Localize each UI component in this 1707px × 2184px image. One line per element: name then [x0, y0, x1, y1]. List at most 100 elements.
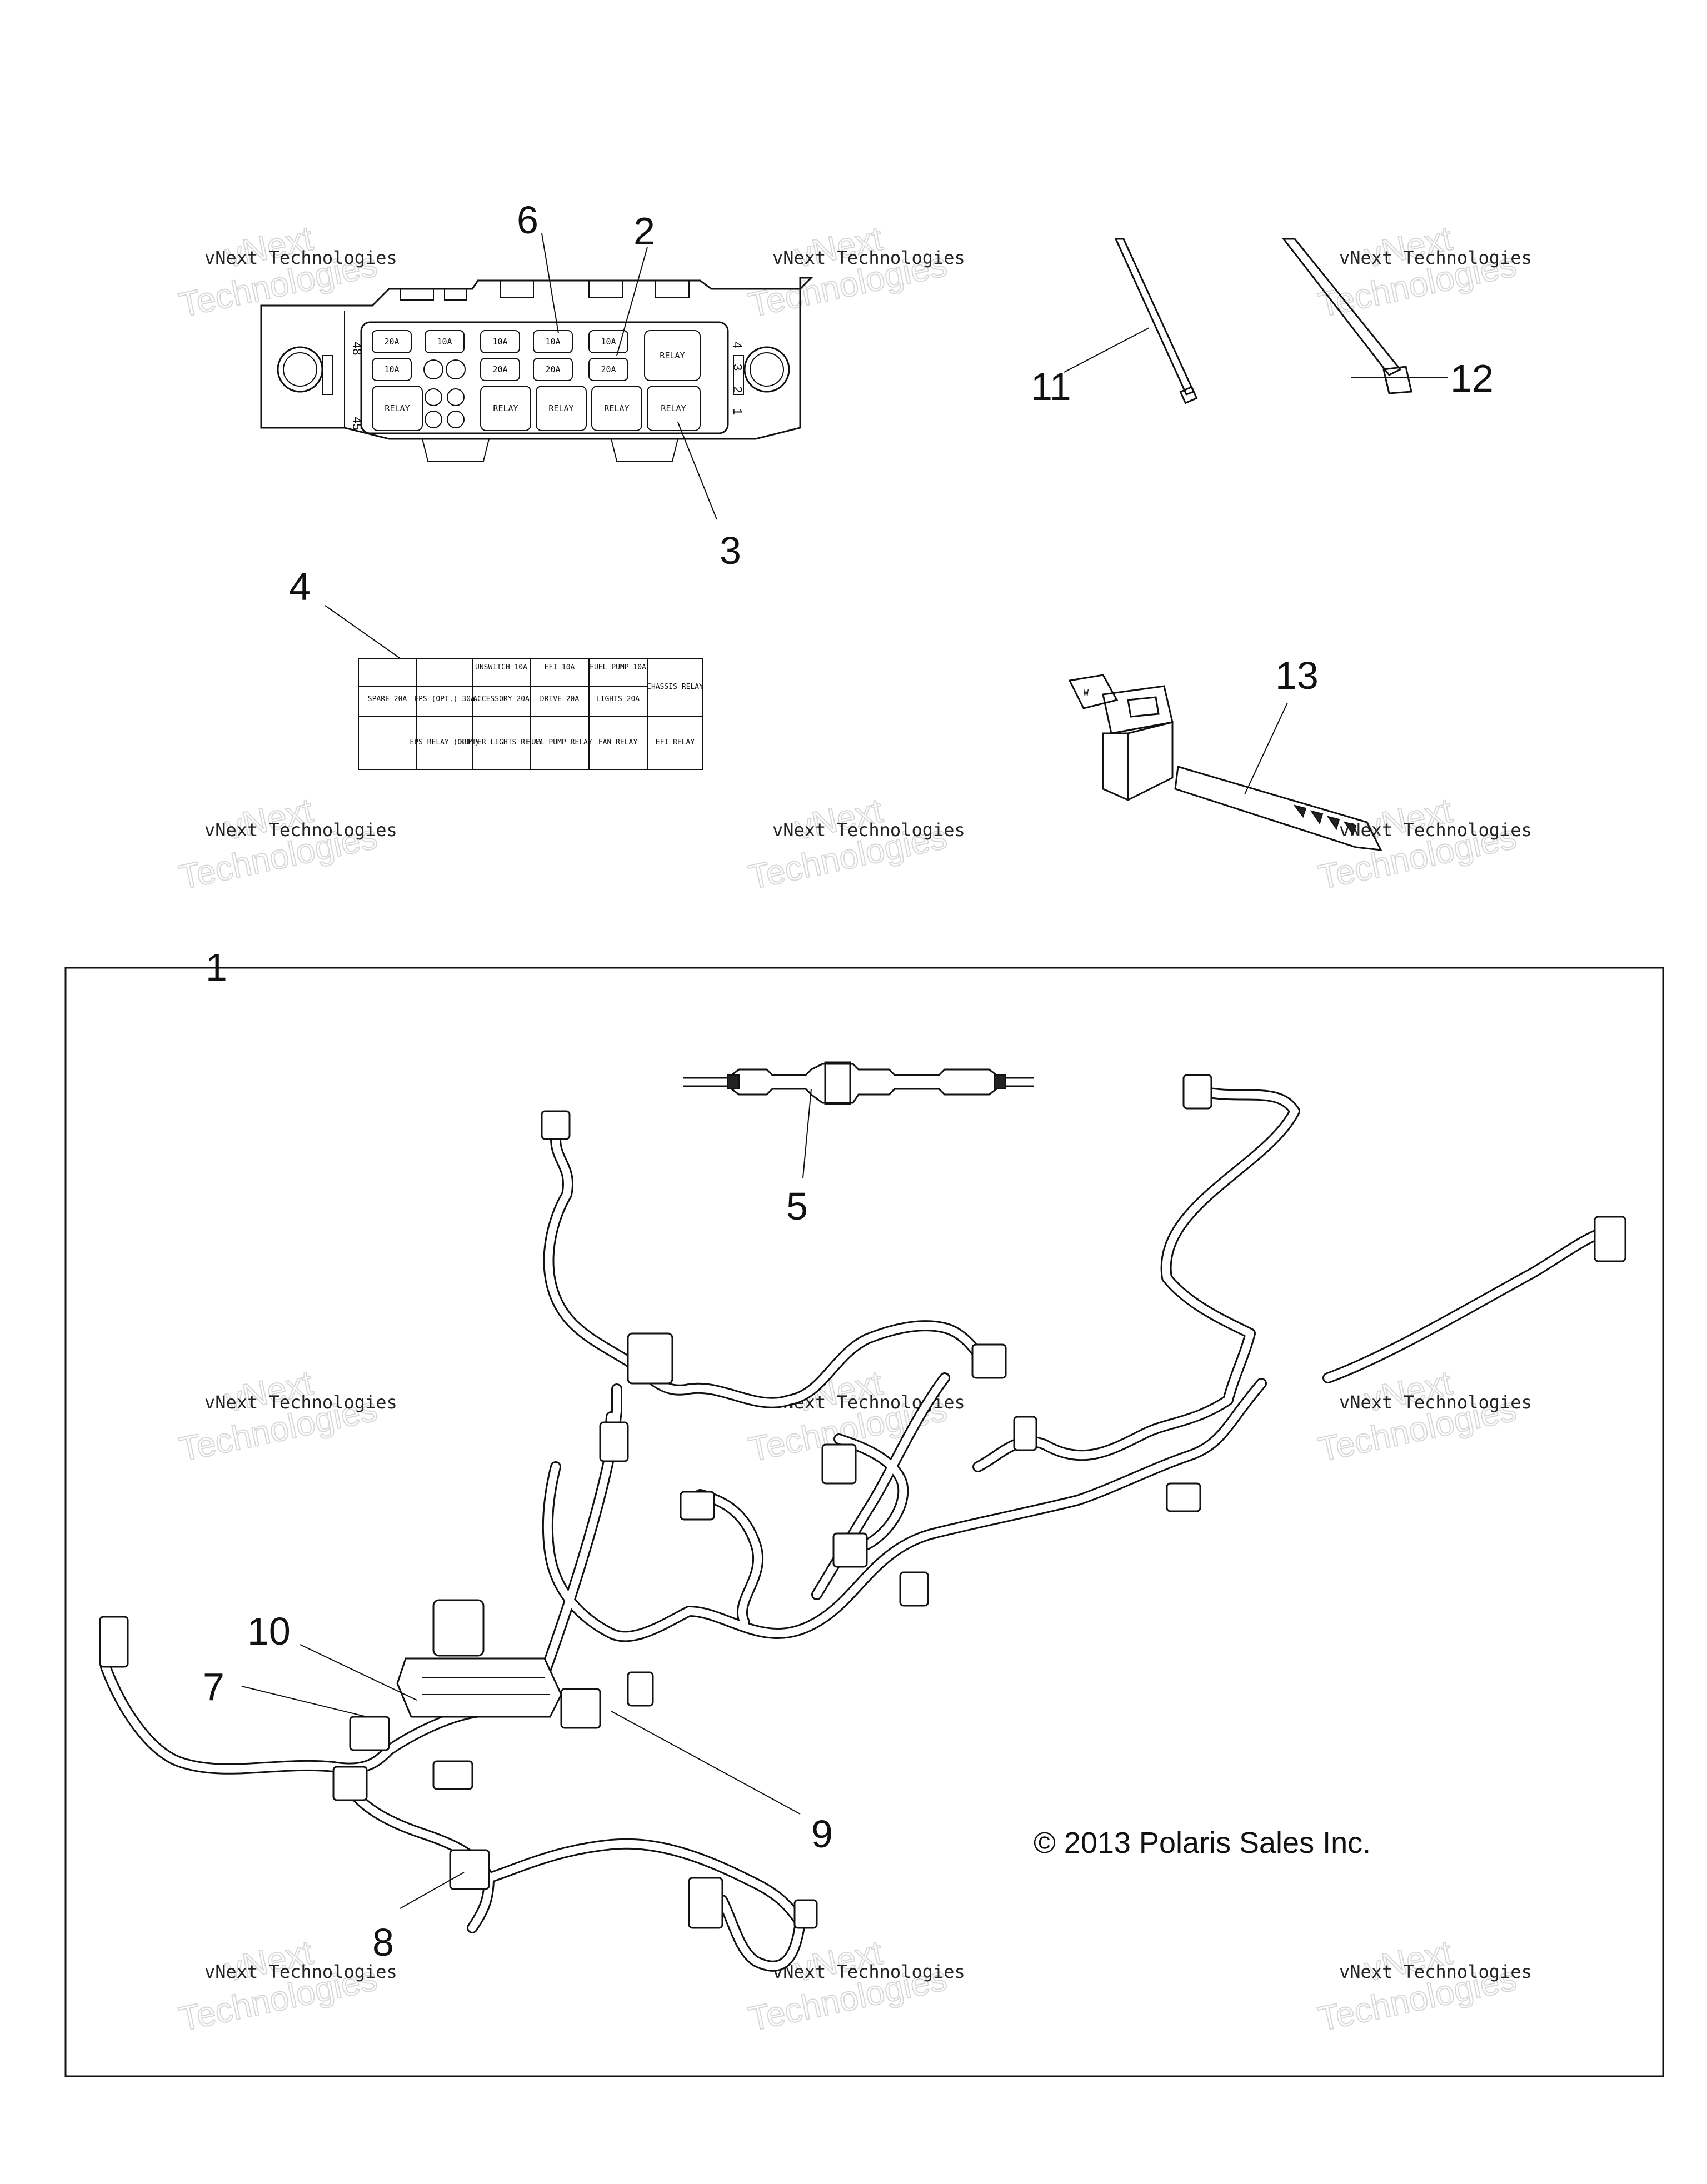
leader-4 [325, 605, 401, 659]
callout-8: 8 [372, 1921, 394, 1964]
callout-13: 13 [1275, 654, 1319, 697]
leader-11 [1064, 327, 1150, 373]
zip-tie-11 [1114, 238, 1198, 404]
connector [1594, 1216, 1626, 1262]
connector [627, 1332, 673, 1385]
decal-cell: ACCESSORY 20A [473, 695, 530, 703]
watermark-text-7: vNext Technologies [204, 1392, 397, 1413]
fuse-label: 10A [492, 337, 507, 347]
connector [432, 1599, 485, 1657]
fuse-box: 20A 10A 10A 10A 10A RELAY 10A 20A 20A 20… [260, 277, 813, 462]
zip-tie-12 [1281, 238, 1412, 394]
fuse-box-num-1: 4 [731, 342, 745, 348]
connector [821, 1443, 857, 1485]
decal-cell: BUMPER LIGHTS RELAY [460, 738, 543, 747]
decal-cell: SPARE 20A [368, 695, 407, 703]
callout-12: 12 [1450, 357, 1494, 400]
fuse-label: 20A [601, 364, 616, 374]
wire-harness [99, 1074, 1626, 1972]
callout-5: 5 [786, 1185, 808, 1228]
decal-cell: EPS RELAY (OPT.) [410, 738, 479, 747]
fuse-row-3: RELAY RELAY RELAY RELAY RELAY [372, 386, 701, 431]
fuse-label: 20A [545, 364, 560, 374]
fuse-well [360, 321, 729, 434]
connector [793, 1899, 818, 1929]
decal-cell: DRIVE 20A [540, 695, 580, 703]
decal-cell: EFI RELAY [656, 738, 695, 747]
harness-wires-inner [102, 1085, 1604, 1970]
relay-label: RELAY [661, 403, 686, 413]
fuse-label: 10A [545, 337, 560, 347]
connector [627, 1671, 654, 1707]
watermark-text-2: vNext Technologies [772, 247, 965, 268]
relay-label: RELAY [604, 403, 629, 413]
fuse-box-num-4: 1 [731, 408, 745, 415]
connector-8 [449, 1849, 490, 1890]
mount-hole-left [277, 346, 323, 393]
fuse-label: 20A [492, 364, 507, 374]
copyright-text: © 2013 Polaris Sales Inc. [1034, 1826, 1371, 1860]
mount-hole-right [743, 346, 790, 393]
decal-cell: FUEL PUMP 10A [590, 663, 646, 672]
relay-label: RELAY [385, 403, 410, 413]
fuse-label: 10A [601, 337, 616, 347]
harness-connectors [99, 1074, 1626, 1929]
leader-7 [241, 1686, 367, 1717]
watermark-text-12: vNext Technologies [1339, 1961, 1532, 1982]
decal-cell: LIGHTS 20A [596, 695, 640, 703]
watermark-text-1: vNext Technologies [204, 247, 397, 268]
connector [99, 1616, 129, 1668]
decal-cell: FAN RELAY [598, 738, 638, 747]
leader-6 [541, 233, 559, 334]
fuse-label: 20A [384, 337, 399, 347]
decal-cell: EPS (OPT.) 30A [414, 695, 475, 703]
fuse-box-num-2: 3 [731, 364, 745, 371]
decal-cell: EFI 10A [545, 663, 575, 672]
watermark-text-3: vNext Technologies [1339, 247, 1532, 268]
fuse-box-num-top: 48 [350, 342, 364, 355]
inline-fuse-holder [683, 1061, 1034, 1105]
fuse-row-2: 10A 20A 20A 20A [372, 358, 628, 381]
decal-cell: UNSWITCH 10A [475, 663, 527, 672]
decal-cell: CHASSIS RELAY [647, 683, 703, 691]
fuse-label: 10A [384, 364, 399, 374]
decal-cell: FUEL PUMP RELAY [527, 738, 592, 747]
leader-13 [1244, 702, 1288, 795]
connector [899, 1571, 929, 1607]
connector [1166, 1482, 1201, 1512]
connector-7 [349, 1716, 390, 1751]
callout-3: 3 [720, 529, 741, 572]
fuse-label: 10A [437, 337, 452, 347]
callout-10: 10 [247, 1610, 291, 1653]
watermark-text-9: vNext Technologies [1339, 1392, 1532, 1413]
callout-11: 11 [1031, 365, 1071, 408]
callout-9: 9 [811, 1812, 833, 1856]
leader-10 [300, 1644, 417, 1701]
connector [688, 1877, 723, 1929]
connector [971, 1343, 1007, 1379]
mounting-clip-13: W [1068, 674, 1382, 851]
leader-9 [611, 1711, 801, 1815]
connector [332, 1766, 368, 1801]
fuse-decal: UNSWITCH 10A EFI 10A FUEL PUMP 10A CHASS… [358, 658, 703, 770]
fuse-box-num-bottom: 45 [350, 417, 364, 430]
watermark-text-10: vNext Technologies [204, 1961, 397, 1982]
fuse-row-1: 20A 10A 10A 10A 10A RELAY [372, 330, 701, 381]
relay-label: RELAY [548, 403, 573, 413]
relay-label: RELAY [493, 403, 518, 413]
leader-8 [400, 1872, 465, 1909]
watermark-text-5: vNext Technologies [772, 819, 965, 841]
callout-4: 4 [289, 565, 311, 608]
leader-3 [677, 422, 717, 520]
clip-mark: W [1084, 688, 1089, 698]
callout-1: 1 [206, 946, 227, 989]
watermark-text-4: vNext Technologies [204, 819, 397, 841]
callout-7: 7 [203, 1665, 224, 1708]
connector [432, 1760, 473, 1790]
callout-6: 6 [517, 198, 538, 242]
connector-9 [560, 1688, 601, 1729]
fuse-block-10 [396, 1657, 562, 1718]
connector [1013, 1416, 1037, 1451]
connector [680, 1491, 715, 1521]
